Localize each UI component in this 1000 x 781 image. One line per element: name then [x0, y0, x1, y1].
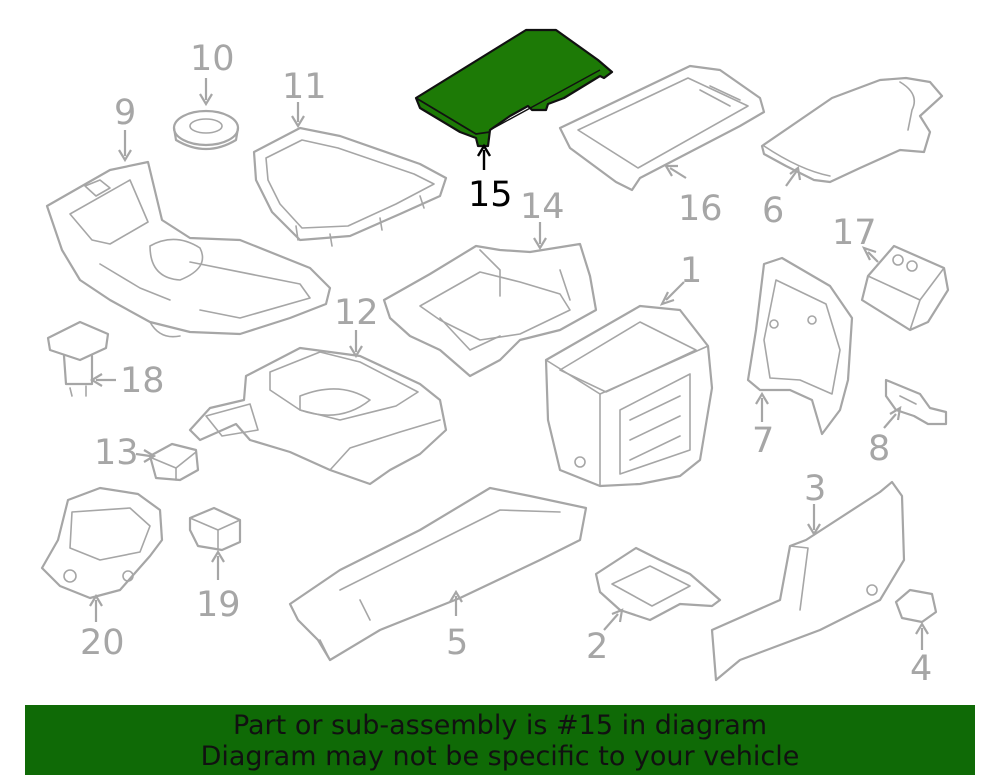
callout-6: 6 [762, 191, 784, 231]
part-6-armrest [760, 76, 944, 184]
callout-14: 14 [520, 187, 565, 227]
banner-line-2: Diagram may not be specific to your vehi… [200, 741, 800, 772]
part-5-side-panel [288, 486, 588, 662]
part-11-bezel [252, 126, 448, 247]
part-7-side-bracket [746, 256, 854, 436]
part-1-storage-box [544, 304, 714, 488]
callout-8: 8 [868, 429, 890, 469]
part-14-console-frame [382, 242, 598, 378]
banner-line-1: Part or sub-assembly is #15 in diagram [232, 710, 768, 741]
part-8-clip [884, 378, 948, 426]
callout-2: 2 [586, 627, 608, 667]
callout-numbers: 10 11 9 15 16 6 14 1 17 12 7 8 18 13 19 … [80, 39, 932, 689]
callout-16: 16 [678, 189, 723, 229]
part-13-button [148, 442, 200, 482]
part-19-switch-module [188, 506, 242, 552]
callout-19: 19 [196, 585, 241, 625]
part-9-console-finisher [45, 160, 332, 338]
callout-5: 5 [446, 623, 468, 663]
callout-4: 4 [910, 649, 932, 689]
part-15-lid-highlighted [414, 28, 614, 148]
part-3-trim-panel [710, 480, 906, 682]
part-10-plug [172, 109, 240, 150]
callout-3: 3 [804, 469, 826, 509]
info-banner: Part or sub-assembly is #15 in diagram D… [25, 705, 975, 775]
callout-17: 17 [832, 213, 877, 253]
parts-diagram: 10 11 9 15 16 6 14 1 17 12 7 8 18 13 19 … [40, 28, 950, 689]
callout-9: 9 [114, 93, 136, 133]
part-2-bracket [594, 546, 722, 622]
callout-7: 7 [752, 421, 774, 461]
part-18-cap [46, 320, 110, 397]
callout-15: 15 [468, 175, 513, 215]
callout-10: 10 [190, 39, 235, 79]
part-17-switch-block [860, 244, 950, 332]
leader-15 [476, 143, 492, 170]
leader-lines [89, 78, 929, 650]
callout-11: 11 [282, 67, 327, 107]
part-20-bracket [40, 486, 164, 600]
callout-20: 20 [80, 623, 125, 663]
callout-18: 18 [120, 361, 165, 401]
callout-13: 13 [94, 433, 139, 473]
part-4-plug [894, 588, 938, 624]
part-16-tray [558, 64, 766, 192]
callout-12: 12 [334, 293, 379, 333]
part-12-shifter-base [188, 346, 448, 486]
callout-1: 1 [680, 251, 702, 291]
